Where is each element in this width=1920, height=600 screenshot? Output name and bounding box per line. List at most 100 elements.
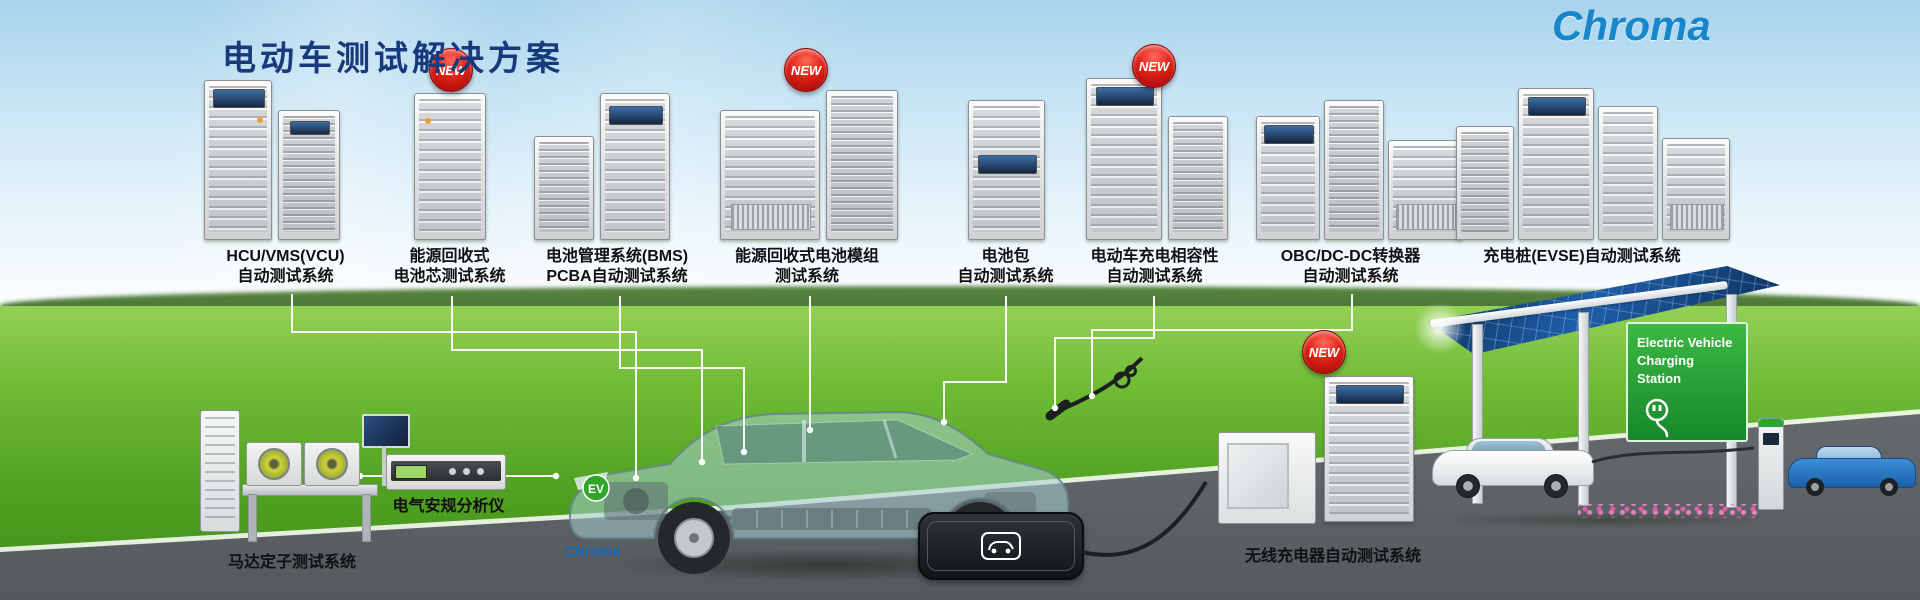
system-label: 能源回收式 电池芯测试系统 — [392, 247, 507, 288]
system-label: 能源回收式电池模组 测试系统 — [712, 247, 902, 288]
chroma-logo: Chroma — [1552, 2, 1711, 49]
white-car-body — [1432, 450, 1594, 486]
stator-coil — [258, 448, 290, 480]
wireless-test-chamber — [1218, 432, 1316, 524]
system-battery-pack: 电池包 自动测试系统 — [948, 0, 1063, 285]
system-charging-compatibility: NEW 电动车充电相容性 自动测试系统 — [1072, 0, 1237, 285]
wireless-charging-pad — [918, 512, 1084, 580]
test-rack — [826, 90, 898, 240]
system-battery-cell: NEW 能源回收式 电池芯测试系统 — [392, 0, 507, 285]
station-post — [1472, 324, 1483, 504]
rack-modules — [1461, 132, 1509, 232]
page-title: 电动车测试解决方案 — [222, 39, 564, 78]
charging-pile — [1758, 418, 1784, 510]
blue-car-wheel — [1880, 478, 1898, 496]
rack-modules — [1523, 94, 1589, 232]
safety-analyzer — [386, 454, 506, 490]
test-rack — [1456, 126, 1514, 240]
rack-vent — [730, 204, 812, 230]
test-rack — [968, 100, 1045, 240]
rack-vent — [1669, 204, 1725, 230]
test-rack — [1324, 100, 1384, 240]
analyzer-knob — [477, 468, 484, 475]
pad-outline — [927, 521, 1075, 571]
system-label: 电池包 自动测试系统 — [948, 247, 1063, 288]
label-line-2: 自动测试系统 — [1106, 268, 1203, 286]
rack-modules — [1329, 106, 1379, 232]
system-label: HCU/VMS(VCU) 自动测试系统 — [198, 247, 373, 288]
monitor-screen — [362, 414, 410, 448]
wireless-test-rack — [1324, 376, 1414, 522]
status-led — [425, 118, 431, 124]
rack-modules — [1603, 112, 1653, 232]
system-battery-module: NEW 能源回收式电池模组 测试系统 — [712, 0, 902, 285]
status-led — [257, 117, 263, 123]
sign-line-1: Electric Vehicle — [1637, 335, 1733, 350]
test-rack — [1324, 376, 1414, 522]
stator-fixture — [304, 442, 360, 486]
analyzer-knob — [449, 468, 456, 475]
system-label: 充电桩(EVSE)自动测试系统 — [1452, 247, 1712, 267]
label-line-2: 自动测试系统 — [237, 268, 334, 286]
test-rack — [1388, 140, 1462, 240]
rack-group — [522, 0, 712, 240]
system-label: 电动车充电相容性 自动测试系统 — [1072, 247, 1237, 288]
analyzer-display — [395, 465, 427, 479]
car-glass — [715, 419, 974, 465]
blue-car-wheel — [1806, 478, 1824, 496]
test-rack — [1518, 88, 1594, 240]
test-rack — [204, 80, 272, 240]
test-rack — [414, 93, 486, 240]
motor-stator-label: 马达定子测试系统 — [227, 554, 356, 571]
rack-group — [1452, 0, 1730, 240]
car-brand-text: Chroma — [564, 543, 621, 560]
rack-screen — [1335, 385, 1405, 404]
new-badge: NEW — [784, 48, 828, 92]
motor-cabinet — [200, 410, 240, 532]
bench-leg — [248, 494, 257, 542]
test-rack — [1256, 116, 1320, 240]
label-line-1: 电池管理系统(BMS) — [545, 248, 689, 265]
system-obc-dcdc: OBC/DC-DC转换器 自动测试系统 — [1248, 0, 1462, 285]
test-rack — [1086, 78, 1162, 240]
label-line-2: 测试系统 — [774, 268, 839, 286]
label-line-1: OBC/DC-DC转换器 — [1280, 248, 1421, 265]
rack-group — [1248, 0, 1462, 240]
rack-group — [948, 0, 1063, 240]
system-label: OBC/DC-DC转换器 自动测试系统 — [1248, 247, 1453, 288]
wireless-charger-label: 无线充电器自动测试系统 — [1244, 548, 1421, 565]
white-car — [1432, 438, 1594, 498]
new-badge: NEW — [1132, 44, 1176, 88]
station-shadow — [1434, 512, 1774, 528]
rack-group — [712, 0, 902, 240]
rack-screen — [1264, 125, 1314, 144]
sign-text: Electric Vehicle Charging Station — [1637, 334, 1737, 389]
white-car-wheel — [1544, 474, 1568, 498]
analyzer-knob — [463, 468, 470, 475]
car-charging-icon — [981, 532, 1021, 560]
test-rack — [1598, 106, 1658, 240]
rack-modules — [1329, 382, 1409, 514]
new-badge: NEW — [1302, 330, 1346, 374]
label-line-1: 能源回收式电池模组 — [734, 248, 879, 265]
rack-modules — [283, 116, 335, 232]
motor-stator-test-system — [200, 396, 410, 546]
label-line-2: 电池芯测试系统 — [393, 268, 506, 286]
new-badge: NEW — [429, 48, 473, 92]
test-rack — [1662, 138, 1730, 240]
rack-modules — [539, 142, 589, 232]
rack-modules — [209, 86, 267, 232]
rack-screen — [289, 121, 331, 135]
sun-glare — [1412, 300, 1468, 356]
test-rack — [1168, 116, 1228, 240]
rack-screen — [609, 106, 663, 125]
charging-station: Electric Vehicle Charging Station — [1412, 266, 1788, 534]
label-line-1: 电池包 — [981, 248, 1030, 265]
label-line-2: PCBA自动测试系统 — [546, 268, 688, 286]
label-line-2: 自动测试系统 — [957, 268, 1054, 286]
system-label: 电池管理系统(BMS) PCBA自动测试系统 — [522, 247, 712, 288]
label-line-1: 充电桩(EVSE)自动测试系统 — [1483, 248, 1681, 265]
ev-badge-text: EV — [588, 482, 604, 496]
system-evse: 充电桩(EVSE)自动测试系统 — [1452, 0, 1730, 265]
